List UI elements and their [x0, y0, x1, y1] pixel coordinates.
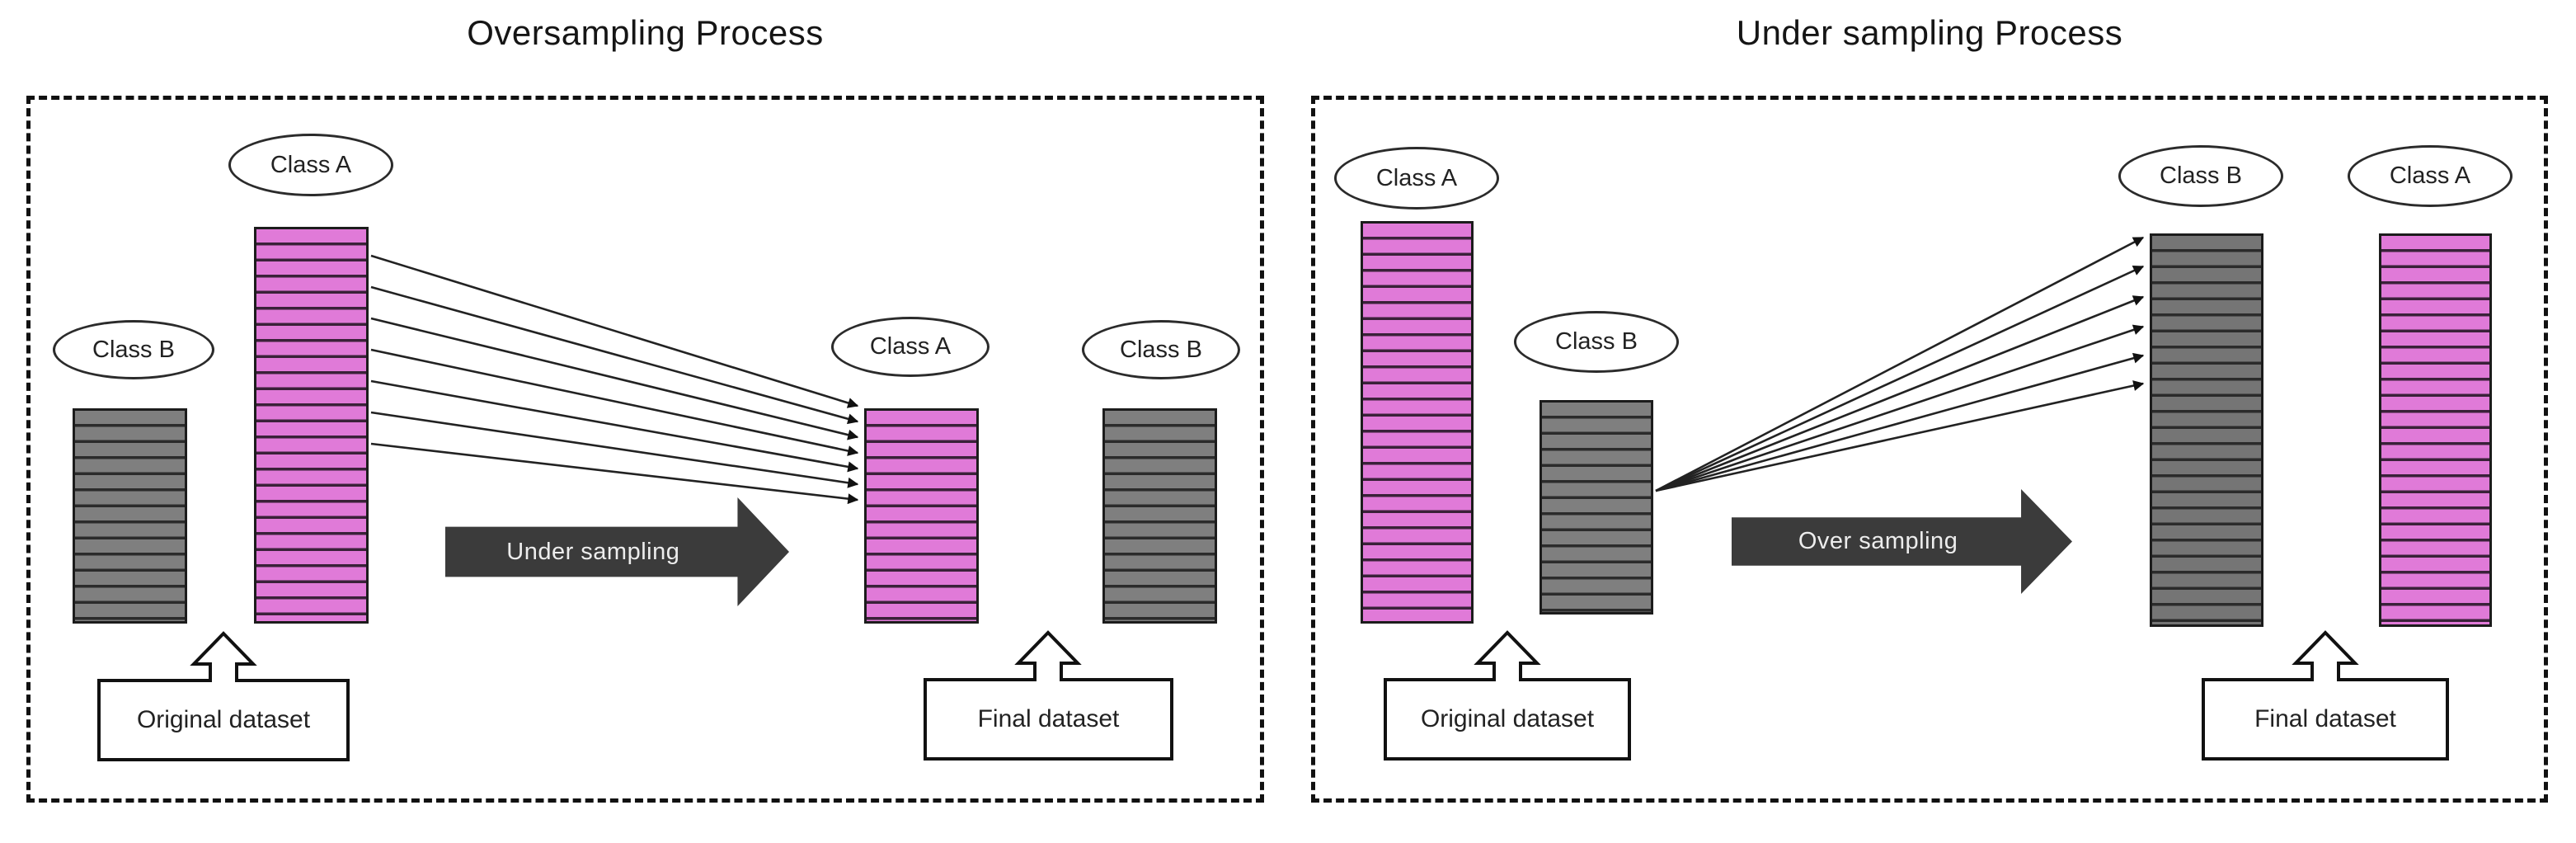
class-label-text: Class B	[2160, 162, 2242, 189]
class-label-text: Class A	[270, 151, 352, 178]
class-label-text: Class A	[1375, 164, 1458, 191]
up-arrow-icon	[1474, 630, 1541, 681]
final-dataset-callout: Final dataset	[2202, 678, 2449, 761]
class-a-label-ellipse: Class A	[831, 317, 990, 377]
up-arrow-icon	[190, 631, 257, 682]
left-panel-title: Oversampling Process	[467, 13, 824, 52]
up-arrow-icon	[1014, 630, 1082, 681]
class-b-bar-final	[2150, 233, 2263, 627]
class-a-label-ellipse: Class A	[2348, 145, 2513, 207]
callout-text: Original dataset	[1420, 705, 1595, 732]
up-arrow-icon	[2292, 630, 2359, 681]
class-label-text: Class B	[1555, 328, 1638, 355]
class-a-label-ellipse: Class A	[228, 134, 393, 196]
class-a-bar-final	[864, 408, 979, 624]
class-label-text: Class B	[1120, 336, 1202, 363]
callout-text: Final dataset	[977, 705, 1120, 732]
class-b-label-ellipse: Class B	[1082, 320, 1240, 379]
class-b-label-ellipse: Class B	[2118, 145, 2283, 207]
class-b-bar-original	[1539, 400, 1653, 615]
class-a-label-ellipse: Class A	[1334, 147, 1499, 210]
oversampling-panel	[26, 96, 1264, 803]
final-dataset-callout: Final dataset	[924, 678, 1173, 761]
class-a-bar-final	[2379, 233, 2492, 627]
original-dataset-callout: Original dataset	[97, 679, 350, 761]
callout-text: Original dataset	[136, 706, 311, 733]
callout-text: Final dataset	[2254, 705, 2396, 732]
class-a-bar-original	[1361, 221, 1474, 624]
class-a-bar-original	[254, 227, 369, 624]
class-label-text: Class A	[869, 333, 952, 360]
original-dataset-callout: Original dataset	[1384, 678, 1631, 761]
class-label-text: Class A	[2389, 162, 2471, 189]
class-b-bar-original	[73, 408, 187, 624]
right-panel-title: Under sampling Process	[1736, 13, 2123, 52]
class-b-label-ellipse: Class B	[1514, 311, 1679, 373]
undersampling-panel	[1311, 96, 2548, 803]
process-arrow-label: Over sampling	[1798, 528, 1958, 554]
class-b-bar-final	[1102, 408, 1217, 624]
process-arrow-label: Under sampling	[506, 538, 680, 565]
class-b-label-ellipse: Class B	[53, 320, 214, 379]
class-label-text: Class B	[92, 336, 175, 363]
